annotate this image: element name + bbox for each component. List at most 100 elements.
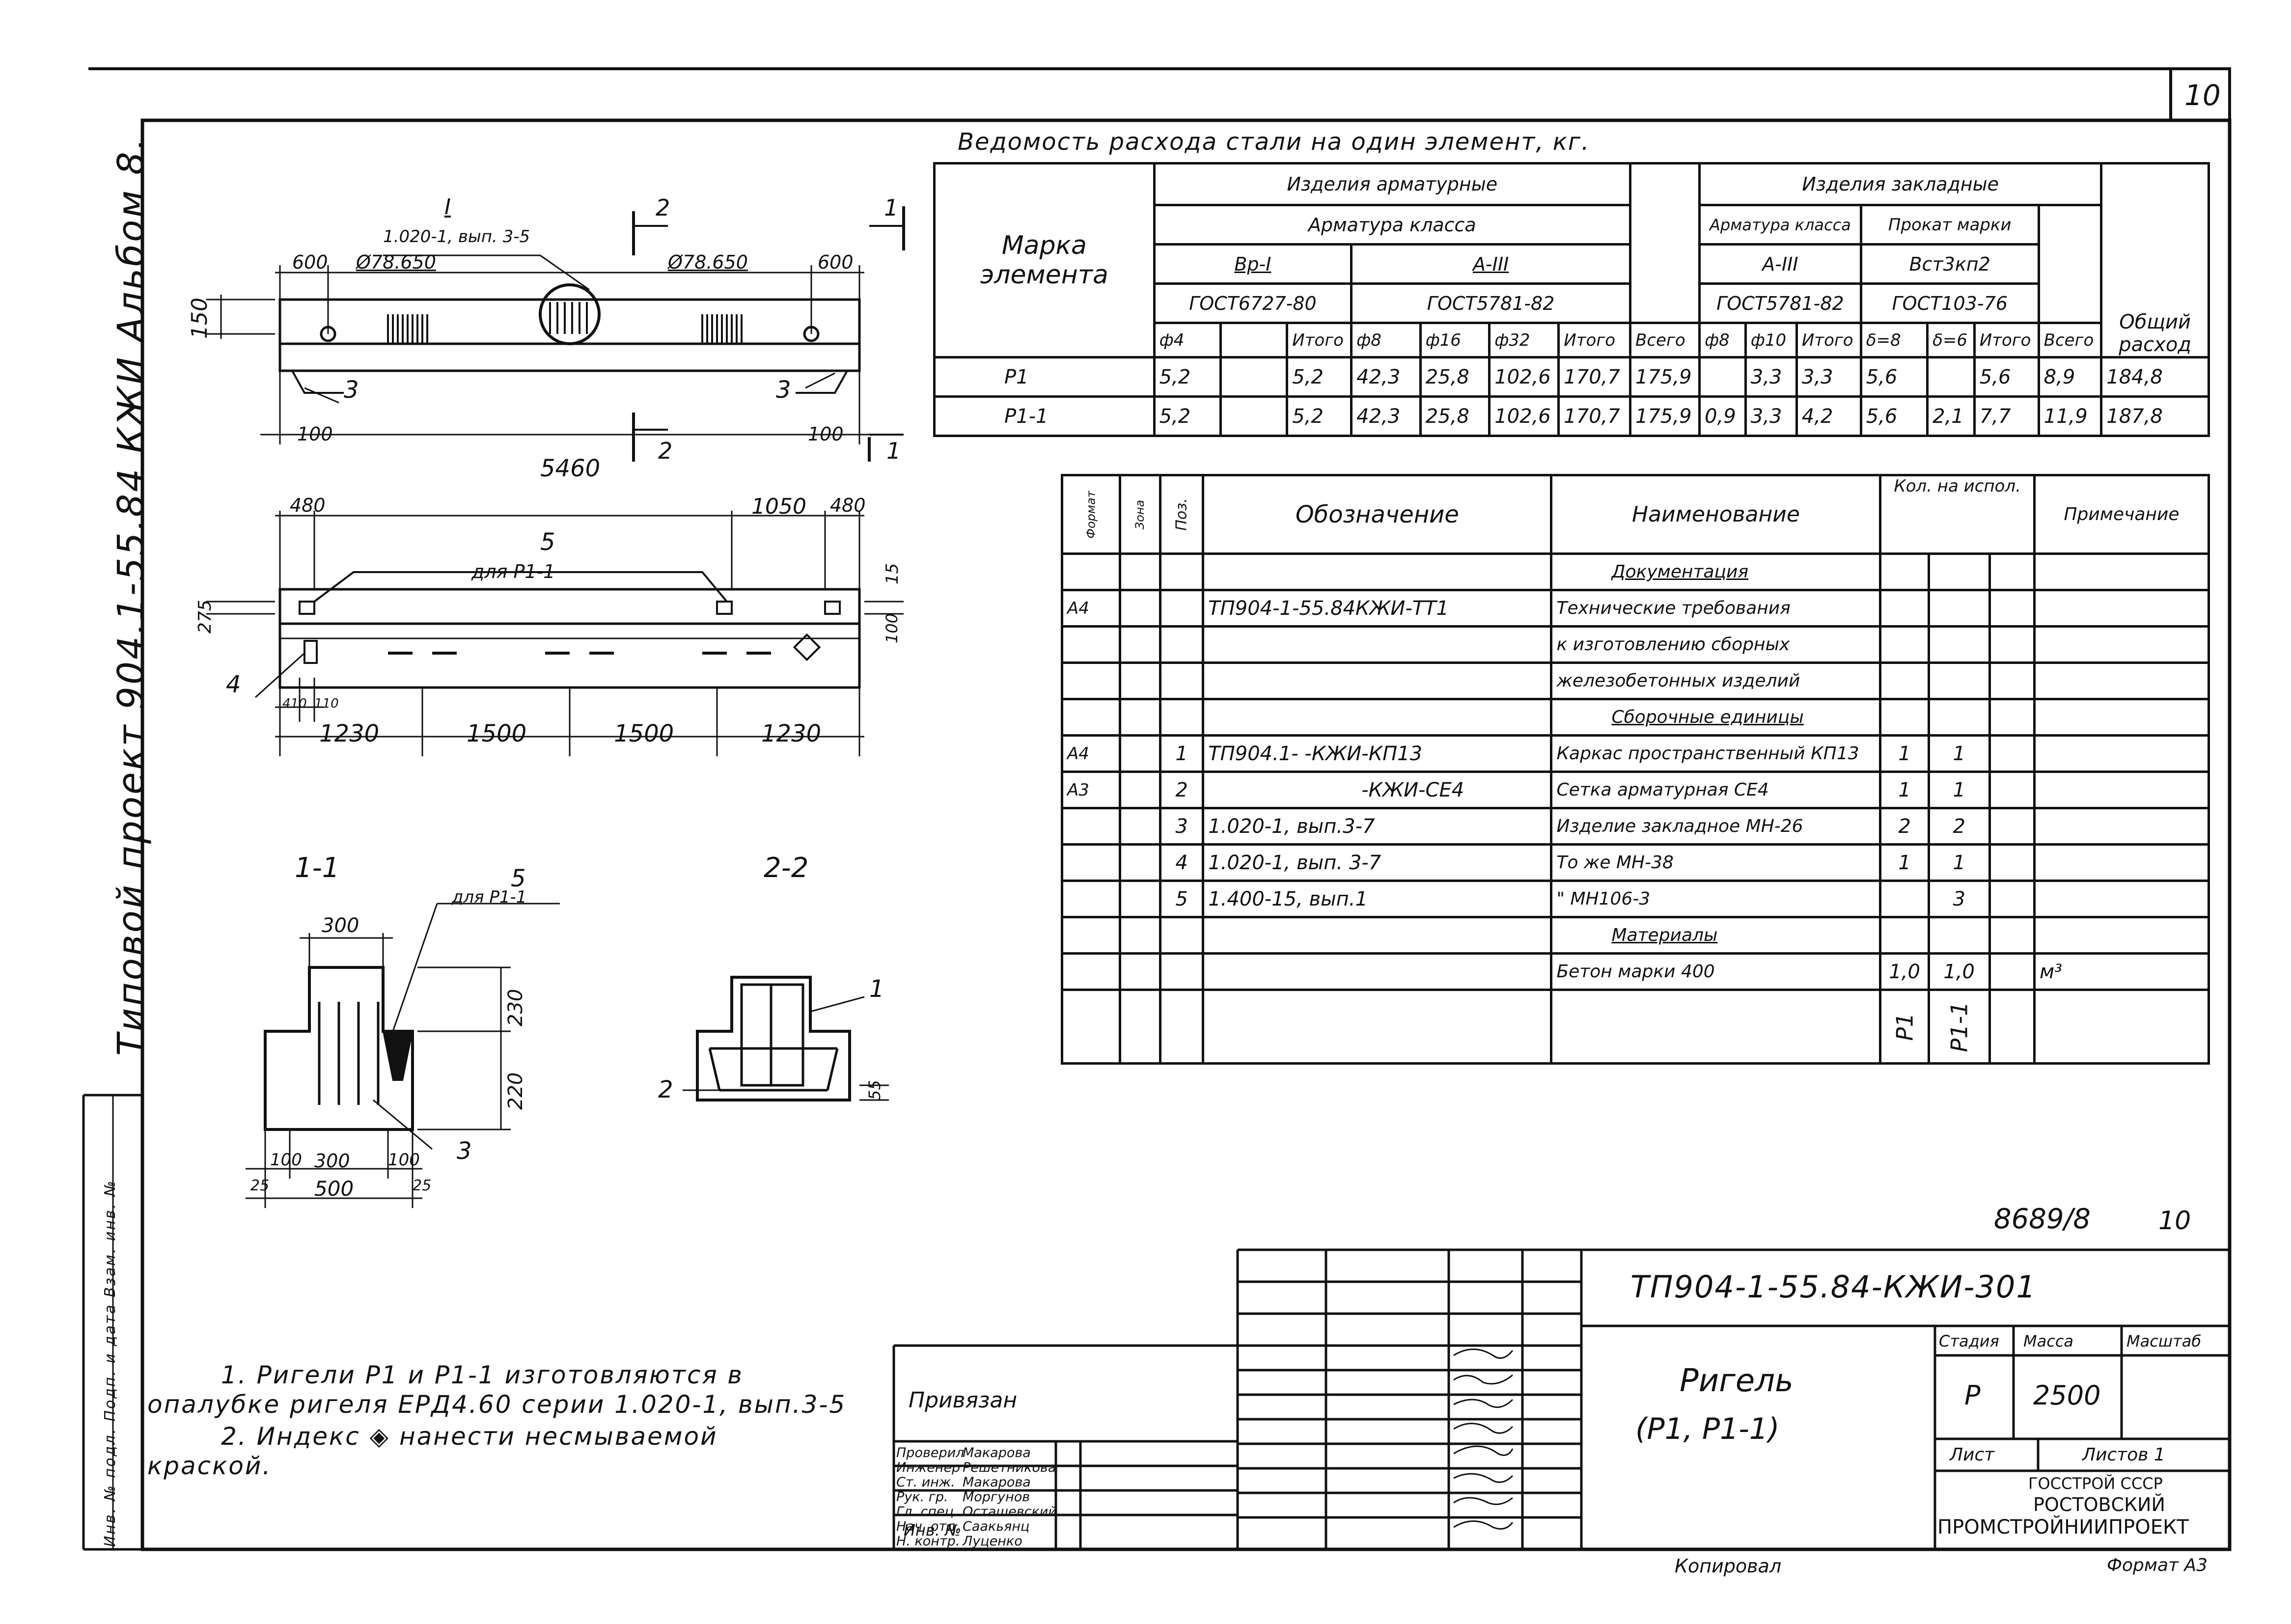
spec-cell-z xyxy=(1119,771,1161,809)
hole-left-dim: Ø78.650 xyxy=(356,251,436,273)
spec-cell-empty xyxy=(1988,734,2036,773)
dim-100-left: 100 xyxy=(297,423,333,445)
spec-cell-note xyxy=(2033,771,2210,809)
spec-cell-q1 xyxy=(1879,661,1930,700)
sheet-ref: 8689/8 xyxy=(1994,1203,2091,1235)
cell: 4,2 xyxy=(1795,395,1862,437)
row-mark: Р1 xyxy=(1004,365,1029,388)
cell: 187,8 xyxy=(2100,395,2210,437)
emb-gost103: ГОСТ103-76 xyxy=(1892,292,2008,314)
spec-cell-d: 1.020-1, вып. 3-7 xyxy=(1202,843,1553,882)
inv-no-label: Инв. № xyxy=(904,1521,962,1540)
col-mark-header: Марка элемента xyxy=(980,231,1108,290)
spec-cell-empty xyxy=(1988,771,2036,809)
plan-dim-1230-right: 1230 xyxy=(761,720,822,747)
cell: 3,3 xyxy=(1795,356,1862,398)
col-total-header: Общий расход xyxy=(2119,311,2191,356)
steel-table: Марка элемента Изделия арматурные Издели… xyxy=(933,162,2210,437)
spec-row: Материалы xyxy=(1060,916,2210,955)
signer-role: Гл. спец. xyxy=(896,1504,958,1519)
sub-header: Итого xyxy=(1557,322,1632,358)
spec-cell-empty xyxy=(1988,807,2036,846)
spec-cell-z xyxy=(1119,552,1161,591)
spec-row: Сборочные единицы xyxy=(1060,698,2210,737)
spec-cell-q2 xyxy=(1927,661,1991,700)
s22-mark-1: 1 xyxy=(869,975,884,1003)
emb-gost5781: ГОСТ5781-82 xyxy=(1716,292,1844,314)
spec-cell-q2 xyxy=(1927,698,1991,737)
sub-header: Итого xyxy=(1795,322,1862,358)
spec-cell-note xyxy=(2033,734,2210,773)
org-line-2: РОСТОВСКИЙ xyxy=(2033,1494,2165,1515)
spec-cell-p xyxy=(1159,625,1205,664)
spec-cell-note xyxy=(2033,807,2210,846)
spec-cell-empty xyxy=(1988,589,2036,628)
org-line-1: ГОССТРОЙ СССР xyxy=(2028,1474,2163,1493)
sub-header: δ=8 xyxy=(1859,322,1929,358)
sub-header: ф4 xyxy=(1153,322,1222,358)
cell: 3,3 xyxy=(1744,356,1798,398)
cell: 7,7 xyxy=(1973,395,2040,437)
cell: 25,8 xyxy=(1419,395,1491,437)
signer-role: Нач. отд. xyxy=(896,1519,960,1534)
plan-dim-480-right: 480 xyxy=(830,495,866,516)
spec-cell-n: Сборочные единицы xyxy=(1550,698,1882,737)
spec-cell-n: Изделие закладное МН-26 xyxy=(1550,807,1882,846)
hdr-note: Примечание xyxy=(2064,504,2180,524)
sub-header: Всего xyxy=(1629,322,1701,358)
spec-cell-note xyxy=(2033,880,2210,918)
section-1-1-title: 1-1 xyxy=(295,852,340,884)
spec-cell-d: 1.400-15, вып.1 xyxy=(1202,880,1553,918)
spec-cell-empty xyxy=(1988,552,2036,591)
spec-cell-empty xyxy=(1988,698,2036,737)
spec-cell-p xyxy=(1159,698,1205,737)
spec-cell-q1: 2 xyxy=(1879,807,1930,846)
spec-cell-d xyxy=(1202,661,1553,700)
sub-header: Итого xyxy=(1973,322,2040,358)
section-mark-1-top: 1 xyxy=(884,194,899,221)
signer-role: Ст. инж. xyxy=(896,1475,955,1490)
spec-cell-f xyxy=(1060,880,1122,918)
spec-table: Формат Зона Поз. Обозначение Наименовани… xyxy=(1060,474,2210,1065)
spec-cell-n: к изготовлению сборных xyxy=(1550,625,1882,664)
linked-label: Привязан xyxy=(909,1388,1018,1413)
part-title-1: Ригель xyxy=(1680,1363,1794,1399)
spec-cell-p xyxy=(1159,661,1205,700)
note-1: 1. Ригели Р1 и Р1-1 изготовляются в опал… xyxy=(147,1361,847,1419)
spec-cell-p xyxy=(1159,589,1205,628)
cell: 102,6 xyxy=(1488,356,1560,398)
spec-cell-z xyxy=(1119,880,1161,918)
spec-cell-empty xyxy=(1988,952,2036,991)
plan-dim-1050: 1050 xyxy=(751,494,806,519)
signer-name: Решетникова xyxy=(963,1460,1056,1475)
stage-value: Р xyxy=(1964,1380,1981,1411)
plan-dim-1500-a: 1500 xyxy=(467,720,527,747)
scale-header: Масштаб xyxy=(2126,1332,2202,1350)
spec-cell-f: А4 xyxy=(1060,734,1122,773)
section-mark-2-bottom: 2 xyxy=(658,438,673,464)
signer-role: Н. контр. xyxy=(896,1534,960,1549)
sheet-header: Лист xyxy=(1950,1445,1995,1465)
spec-cell-d xyxy=(1202,952,1553,991)
cell: 175,9 xyxy=(1629,356,1701,398)
dim-600-left: 600 xyxy=(292,251,328,273)
mass-value: 2500 xyxy=(2033,1380,2101,1411)
spec-cell-q1: 1 xyxy=(1879,771,1930,809)
signer-name: Саакьянц xyxy=(963,1519,1030,1534)
sub-header: ф8 xyxy=(1350,322,1422,358)
plan-dim-410: 410 xyxy=(282,696,307,711)
cell: 42,3 xyxy=(1350,356,1422,398)
spec-cell-note xyxy=(2033,916,2210,955)
spec-cell-f xyxy=(1060,552,1122,591)
gost6727: ГОСТ6727-80 xyxy=(1189,292,1317,314)
spec-cell-z xyxy=(1119,661,1161,700)
steel-table-title: Ведомость расхода стали на один элемент,… xyxy=(958,128,1590,156)
s11-dim-300-bottom: 300 xyxy=(314,1150,350,1172)
